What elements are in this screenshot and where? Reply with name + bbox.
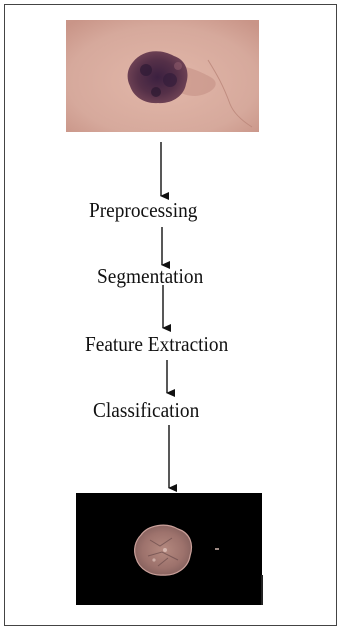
step-feature-extraction: Feature Extraction bbox=[85, 332, 229, 356]
output-segmented-image bbox=[76, 493, 263, 605]
input-lesion-image bbox=[66, 20, 259, 132]
step-classification: Classification bbox=[93, 398, 200, 422]
step-preprocessing: Preprocessing bbox=[89, 198, 198, 222]
step-segmentation: Segmentation bbox=[97, 264, 204, 288]
